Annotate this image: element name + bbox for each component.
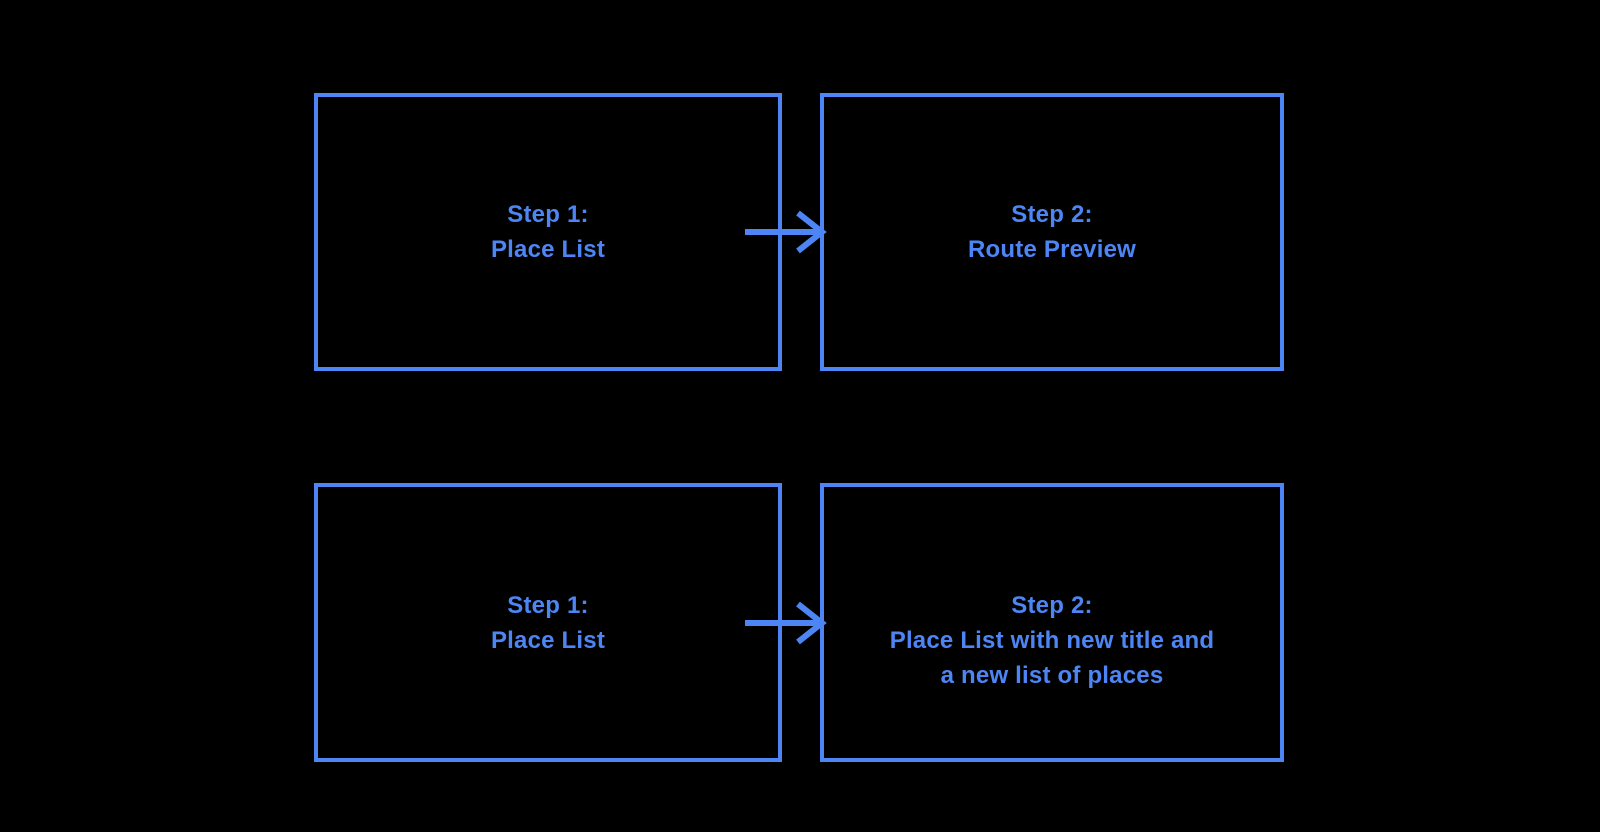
flow-box-label: Step 2: Place List with new title and a … xyxy=(824,588,1280,693)
flow-box-row2-step2: Step 2: Place List with new title and a … xyxy=(820,483,1284,762)
box-text-line: Route Preview xyxy=(968,236,1136,263)
box-text-line: Step 1: xyxy=(507,591,589,619)
flow-arrow-right-icon xyxy=(745,601,827,645)
box-text-line: Step 1: xyxy=(507,201,589,228)
box-text-line: a new list of places xyxy=(940,662,1164,689)
box-text-line: Place List xyxy=(490,626,606,654)
flow-box-label: Step 1: Place List xyxy=(318,588,778,658)
box-text-line: Step 2: xyxy=(1011,592,1093,619)
box-text-line: Step 2: xyxy=(1011,201,1093,228)
flow-box-label: Step 2: Route Preview xyxy=(824,197,1280,267)
flow-arrow-right-icon xyxy=(745,210,827,254)
flow-box-label: Step 1: Place List xyxy=(318,197,778,267)
flow-box-row1-step1: Step 1: Place List xyxy=(314,93,782,371)
flow-box-row1-step2: Step 2: Route Preview xyxy=(820,93,1284,371)
flow-box-row2-step1: Step 1: Place List xyxy=(314,483,782,762)
box-text-line: Place List xyxy=(490,236,606,263)
box-text-line: Place List with new title and xyxy=(889,627,1215,654)
